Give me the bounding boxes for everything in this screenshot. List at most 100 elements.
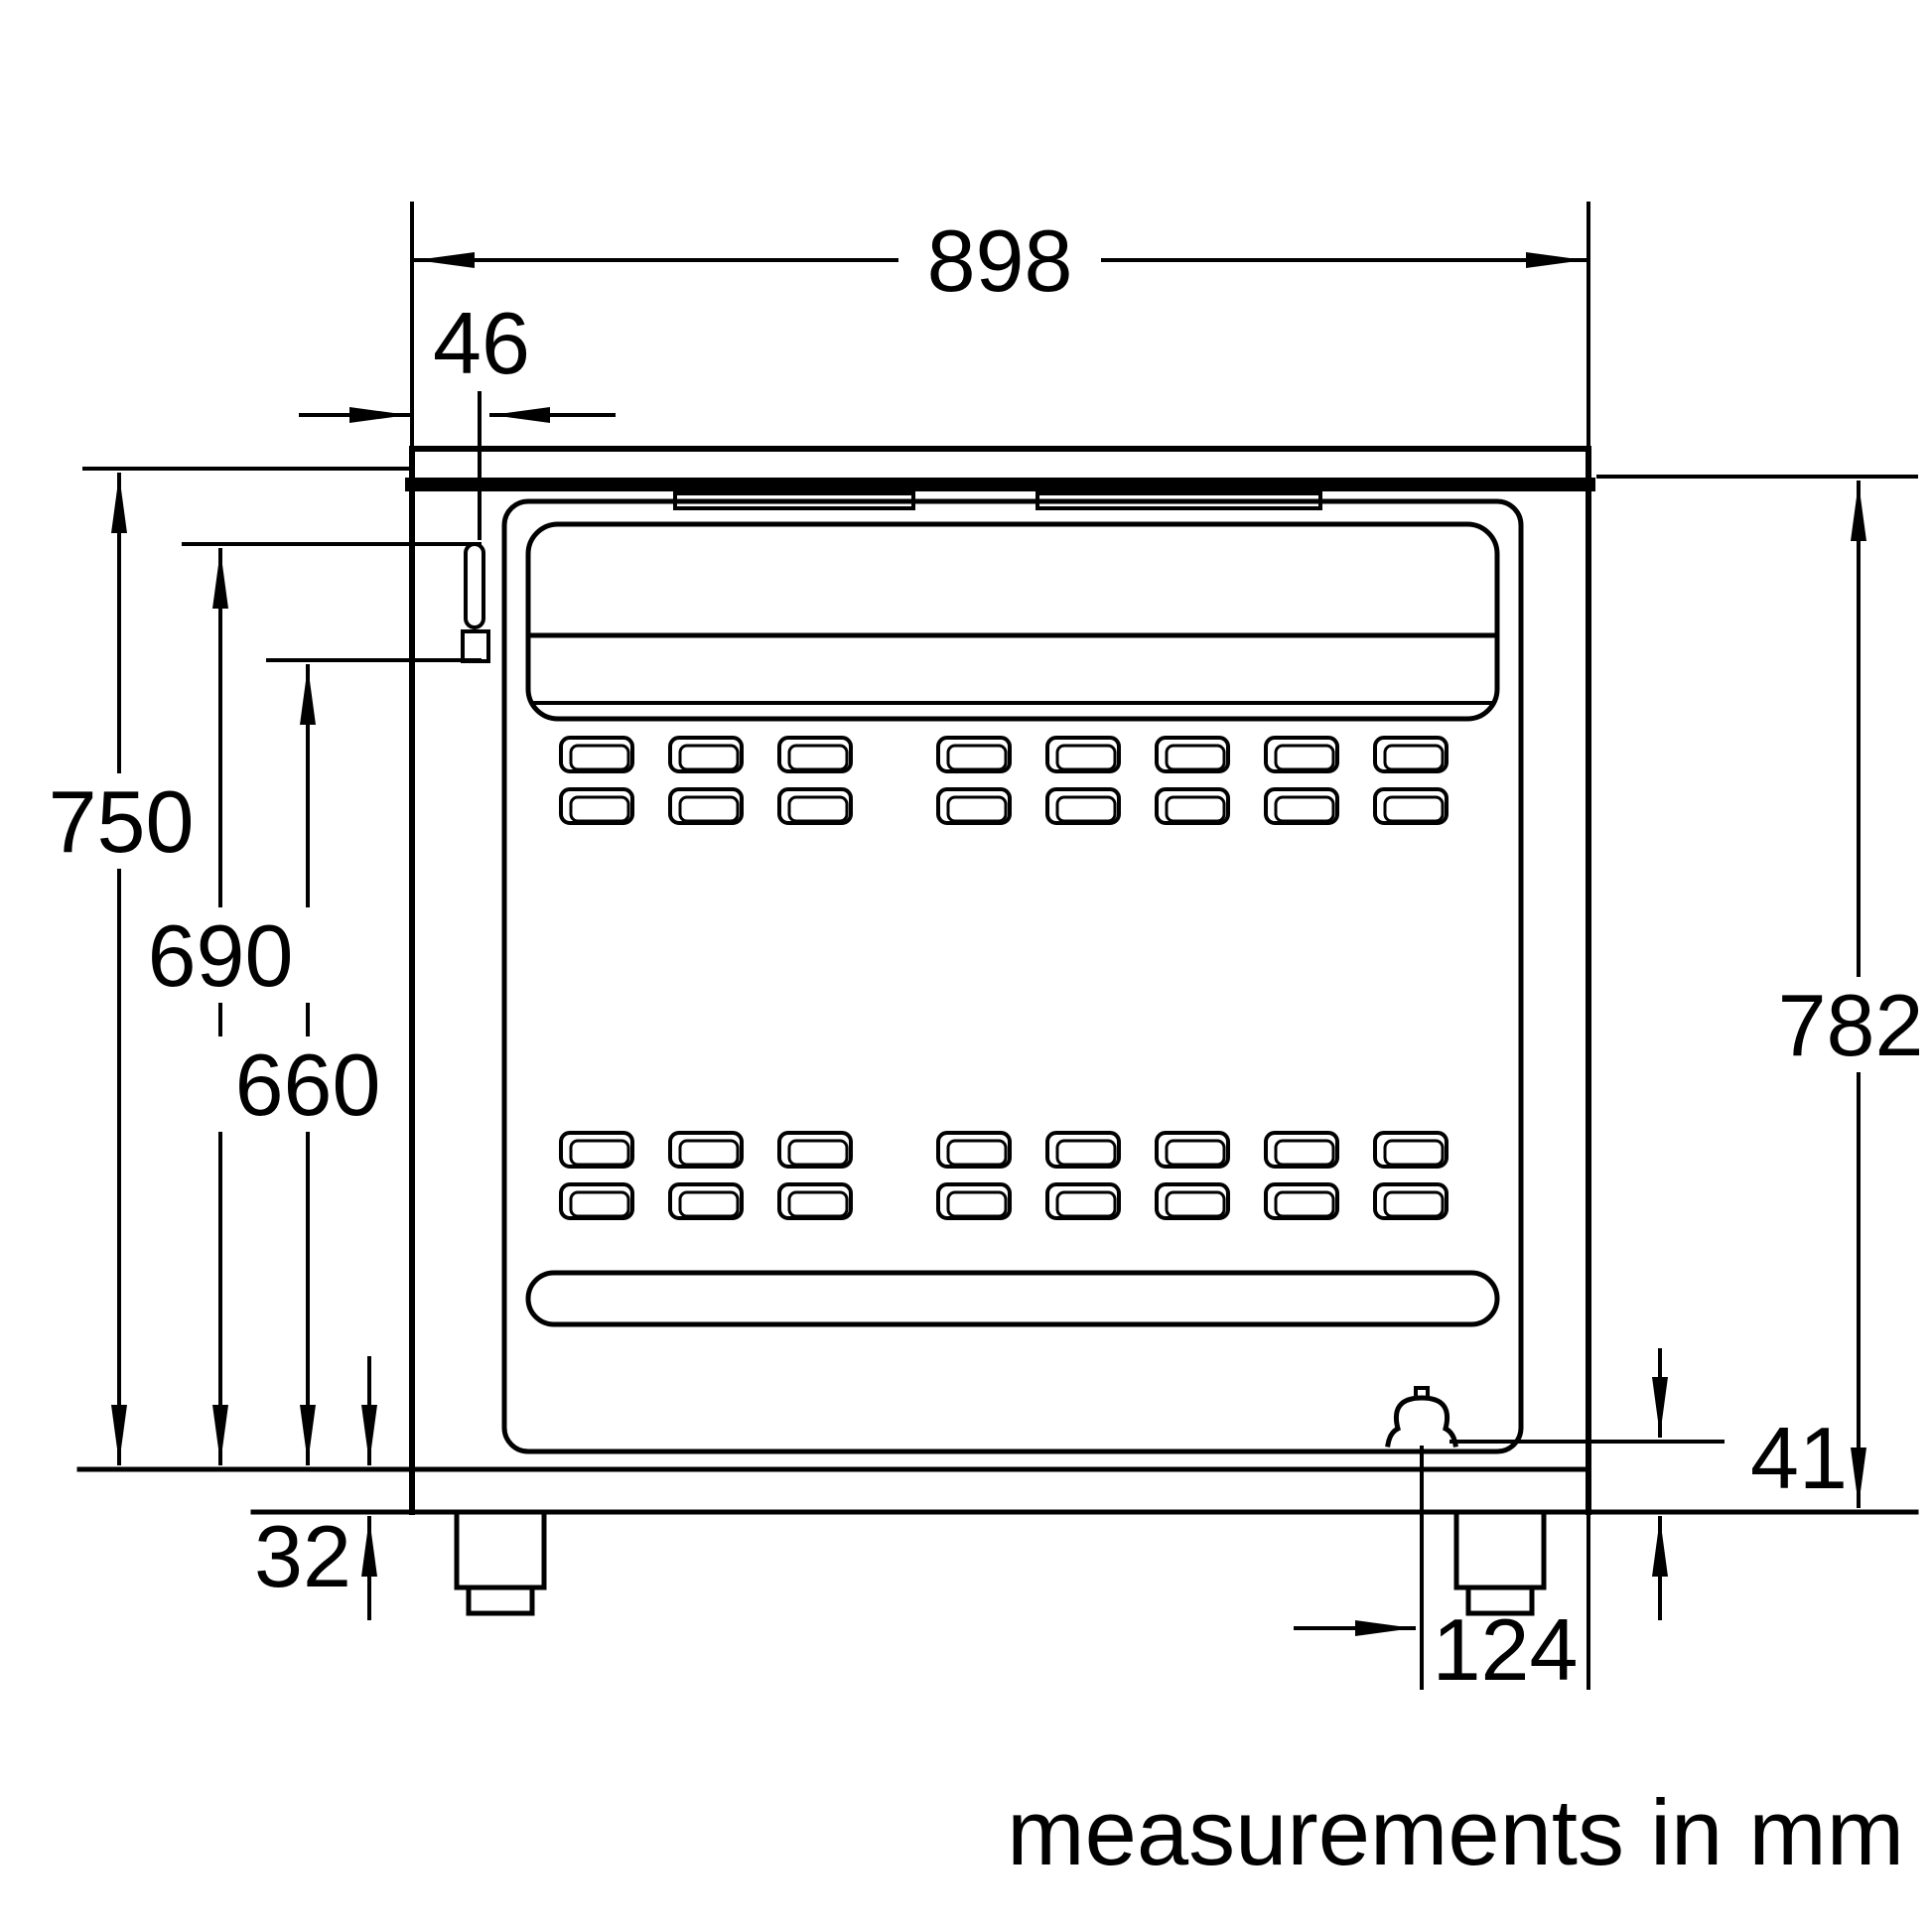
vent-slot: [1264, 787, 1339, 825]
gas-pipe-fitting: [461, 629, 490, 663]
vent-slot-inner: [1274, 1190, 1335, 1218]
vent-slot-inner: [569, 1190, 630, 1218]
foot-left-pad: [466, 1585, 535, 1616]
vent-slot-inner: [569, 1139, 630, 1167]
vent-slot-inner: [1274, 795, 1335, 823]
vent-slot-inner: [569, 744, 630, 771]
gas-inlet-pipe: [461, 542, 490, 663]
vent-slot-inner: [946, 795, 1008, 823]
vent-slot: [668, 1182, 744, 1220]
back-panel: [501, 498, 1524, 1454]
vent-slot: [1373, 736, 1449, 773]
vent-slot: [936, 1131, 1012, 1169]
dim-gas-side-124: [1294, 1446, 1590, 1690]
vent-slot-inner: [1383, 744, 1445, 771]
vent-slot: [936, 1182, 1012, 1220]
label-backgrounds: [30, 212, 1932, 1132]
vent-slot: [668, 787, 744, 825]
vent-slot: [1045, 787, 1121, 825]
foot-left: [454, 1509, 547, 1590]
vent-slot-inner: [946, 744, 1008, 771]
dimension-labels: 898 46 750 690 660 782 41 32 124: [49, 211, 1924, 1699]
vent-slot: [559, 787, 634, 825]
gas-pipe-body: [464, 542, 485, 629]
vent-slot-inner: [1274, 1139, 1335, 1167]
vent-slot-inner: [1383, 1190, 1445, 1218]
vent-slot-inner: [787, 1190, 849, 1218]
vent-slot-inner: [678, 1139, 740, 1167]
vent-slot-inner: [1165, 1190, 1226, 1218]
vent-slot-inner: [1383, 1139, 1445, 1167]
vent-slot-inner: [1383, 795, 1445, 823]
label-height-660: 660: [235, 1035, 381, 1134]
dim-offset-46: [299, 391, 616, 540]
body-outline: [409, 446, 1591, 1515]
vent-slot: [1264, 1182, 1339, 1220]
label-gas-side-124: 124: [1433, 1600, 1579, 1699]
vent-slot: [1155, 1131, 1230, 1169]
vent-slot-inner: [787, 1139, 849, 1167]
vent-slot: [1155, 787, 1230, 825]
vent-slot: [1045, 1182, 1121, 1220]
vent-slot: [1264, 736, 1339, 773]
vent-slot-inner: [678, 744, 740, 771]
inner-panel: [501, 498, 1524, 1454]
vent-slot: [1373, 1182, 1449, 1220]
vent-slot-inner: [946, 1139, 1008, 1167]
vent-slot: [777, 1131, 853, 1169]
vent-slot: [559, 736, 634, 773]
vent-slot: [1373, 1131, 1449, 1169]
vent-slot: [1045, 1131, 1121, 1169]
dimension-lines: [82, 202, 1918, 1690]
vent-slot: [1373, 787, 1449, 825]
vent-slot-inner: [1055, 1139, 1117, 1167]
units-caption: measurements in mm: [1007, 1780, 1904, 1884]
vent-slot: [777, 787, 853, 825]
vent-slot-inner: [1055, 1190, 1117, 1218]
vent-slot: [559, 1131, 634, 1169]
label-base-32: 32: [254, 1507, 351, 1605]
vent-slot: [936, 787, 1012, 825]
upper-panel-bar: [525, 521, 1500, 722]
dim-gas-height-41: [1449, 1348, 1725, 1620]
vent-slot: [1155, 1182, 1230, 1220]
vent-slot-inner: [1165, 744, 1226, 771]
vent-slot-inner: [1165, 1139, 1226, 1167]
vent-slot-inner: [678, 1190, 740, 1218]
label-height-782: 782: [1778, 976, 1924, 1074]
vent-grid: [559, 736, 1449, 1220]
appliance-outline: [76, 446, 1919, 1515]
vent-slot-inner: [1274, 744, 1335, 771]
vent-slot-inner: [946, 1190, 1008, 1218]
vent-slot: [1155, 736, 1230, 773]
vent-slot-inner: [787, 744, 849, 771]
label-height-690: 690: [148, 906, 294, 1005]
label-height-750: 750: [49, 772, 195, 871]
vent-slot: [936, 736, 1012, 773]
vent-slot: [668, 736, 744, 773]
vent-slot: [1045, 736, 1121, 773]
vent-slot-inner: [1055, 744, 1117, 771]
dim-height-690: [182, 542, 482, 1465]
vent-slot: [668, 1131, 744, 1169]
lower-panel-bar: [525, 1270, 1500, 1327]
dim-height-750: [82, 467, 414, 1465]
vent-slot: [559, 1182, 634, 1220]
label-width-898: 898: [927, 211, 1073, 310]
label-offset-46: 46: [433, 294, 530, 392]
feet: [454, 1509, 1547, 1616]
vent-slot: [1264, 1131, 1339, 1169]
label-gas-height-41: 41: [1750, 1409, 1848, 1507]
vent-slot-inner: [787, 795, 849, 823]
foot-right: [1453, 1509, 1547, 1590]
vent-slot-inner: [1055, 795, 1117, 823]
vent-slot-inner: [569, 795, 630, 823]
vent-slot: [777, 1182, 853, 1220]
vent-slot-inner: [1165, 795, 1226, 823]
gas-connection-icon: [1385, 1386, 1458, 1448]
gas-connection-shape: [1385, 1395, 1458, 1448]
foot-right-pad: [1465, 1585, 1535, 1616]
vent-slot-inner: [678, 795, 740, 823]
